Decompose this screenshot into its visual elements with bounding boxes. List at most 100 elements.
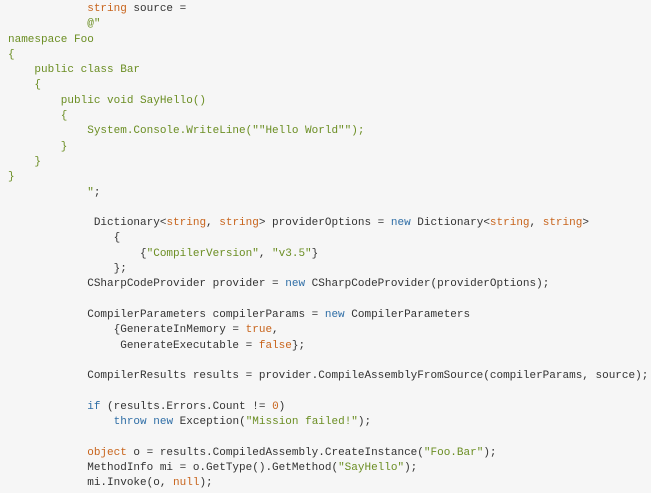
code-token-st: "Mission failed!" xyxy=(245,416,358,429)
code-line: "; xyxy=(8,186,651,201)
code-token: MethodInfo mi = o.GetType().GetMethod( xyxy=(8,461,339,474)
code-line: { xyxy=(8,109,651,124)
code-token: , xyxy=(206,217,220,230)
code-token-st: { xyxy=(8,110,68,123)
code-token: CompilerParameters xyxy=(344,308,471,321)
code-token: ) xyxy=(278,400,286,413)
code-token: { xyxy=(8,247,147,260)
code-line: Dictionary<string, string> providerOptio… xyxy=(8,216,651,231)
code-line: CompilerResults results = provider.Compi… xyxy=(8,369,651,384)
code-token-bl: new xyxy=(153,416,174,429)
code-line: MethodInfo mi = o.GetType().GetMethod("S… xyxy=(8,461,651,476)
code-line: } xyxy=(8,140,651,155)
code-token-st: "v3.5" xyxy=(272,247,312,260)
code-token-st: @" xyxy=(87,18,101,31)
code-token-kw: string xyxy=(219,217,259,230)
code-token: Dictionary< xyxy=(8,217,167,230)
code-token: Dictionary< xyxy=(410,217,490,230)
code-token: CompilerParameters compilerParams = xyxy=(8,308,325,321)
code-line: throw new Exception("Mission failed!"); xyxy=(8,415,651,430)
code-token: GenerateExecutable = xyxy=(8,339,259,352)
code-line: mi.Invoke(o, null); xyxy=(8,476,651,491)
code-line: System.Console.WriteLine(""Hello World""… xyxy=(8,124,651,139)
code-token: ; xyxy=(93,186,101,199)
code-token xyxy=(8,447,87,459)
code-token-st: "SayHello" xyxy=(338,461,405,474)
code-token-kw: string xyxy=(542,217,583,230)
code-token: Exception( xyxy=(173,416,246,429)
code-line: { xyxy=(8,231,651,246)
code-token: ); xyxy=(483,446,497,459)
code-token-kw: true xyxy=(245,324,273,337)
code-line: } xyxy=(8,155,651,170)
code-token-nm: 0 xyxy=(272,400,279,413)
code-token: }; xyxy=(291,339,306,352)
code-line: public void SayHello() xyxy=(8,94,651,109)
code-token: ); xyxy=(404,461,418,474)
code-token: source = xyxy=(126,3,187,15)
code-token xyxy=(8,3,87,15)
code-token-st: " xyxy=(87,186,94,199)
code-token-bl: new xyxy=(324,308,345,321)
code-line: object o = results.CompiledAssembly.Crea… xyxy=(8,446,651,461)
code-token: > providerOptions = xyxy=(258,217,391,230)
code-token: CSharpCodeProvider provider = xyxy=(8,278,286,291)
code-token-st: "Foo.Bar" xyxy=(423,446,484,459)
code-token-st: public class Bar xyxy=(8,64,141,77)
code-token: mi.Invoke(o, xyxy=(8,477,174,490)
code-token-st: } xyxy=(8,171,15,184)
code-token-kw: false xyxy=(258,339,292,352)
code-line: } xyxy=(8,170,651,185)
code-token-kw: string xyxy=(166,217,207,230)
code-token-bl: new xyxy=(285,278,306,291)
code-token-kw: null xyxy=(173,477,200,490)
code-line: { xyxy=(8,48,651,63)
code-token: {GenerateInMemory = xyxy=(8,324,246,337)
code-line xyxy=(8,293,651,308)
code-line: CSharpCodeProvider provider = new CSharp… xyxy=(8,277,651,292)
code-line: GenerateExecutable = false}; xyxy=(8,339,651,354)
code-token: (results.Errors.Count != xyxy=(100,400,273,413)
code-token-kw: object xyxy=(87,446,127,459)
code-line: { xyxy=(8,78,651,93)
code-token-st: { xyxy=(8,79,42,92)
code-token: o = results.CompiledAssembly.CreateInsta… xyxy=(126,446,424,459)
code-token xyxy=(8,401,87,413)
code-line: @" xyxy=(8,17,651,32)
code-token: CSharpCodeProvider(providerOptions); xyxy=(305,278,550,291)
code-line: {GenerateInMemory = true, xyxy=(8,323,651,338)
code-token xyxy=(8,416,114,428)
code-token: }; xyxy=(8,263,127,276)
code-token-st: "CompilerVersion" xyxy=(146,247,259,260)
code-line: }; xyxy=(8,262,651,277)
code-token-st: } xyxy=(8,155,42,168)
code-line: if (results.Errors.Count != 0) xyxy=(8,400,651,415)
code-token xyxy=(8,18,87,30)
code-token-st: System.Console.WriteLine(""Hello World""… xyxy=(8,125,365,138)
code-line: {"CompilerVersion", "v3.5"} xyxy=(8,247,651,262)
code-token-kw: string xyxy=(489,217,530,230)
code-token: ); xyxy=(357,416,372,429)
code-token: , xyxy=(529,217,543,230)
code-token xyxy=(8,187,87,199)
code-token: , xyxy=(258,247,273,260)
code-token: CompilerResults results = provider.Compi… xyxy=(8,370,649,383)
code-token: } xyxy=(311,247,319,260)
code-token: > xyxy=(582,217,589,230)
code-token-bl: new xyxy=(390,217,411,230)
code-line: string source = xyxy=(8,2,651,17)
code-line: public class Bar xyxy=(8,63,651,78)
code-line xyxy=(8,354,651,369)
code-token: ); xyxy=(199,477,213,490)
code-line: CompilerParameters compilerParams = new … xyxy=(8,308,651,323)
code-token: { xyxy=(8,232,121,245)
code-token-st: namespace Foo xyxy=(8,33,94,46)
code-line xyxy=(8,201,651,216)
code-token-bl: throw xyxy=(113,416,147,429)
code-token-st: { xyxy=(8,48,15,61)
code-token-bl: if xyxy=(87,400,101,413)
code-line xyxy=(8,384,651,399)
code-token-st: } xyxy=(8,140,68,153)
code-line xyxy=(8,430,651,445)
